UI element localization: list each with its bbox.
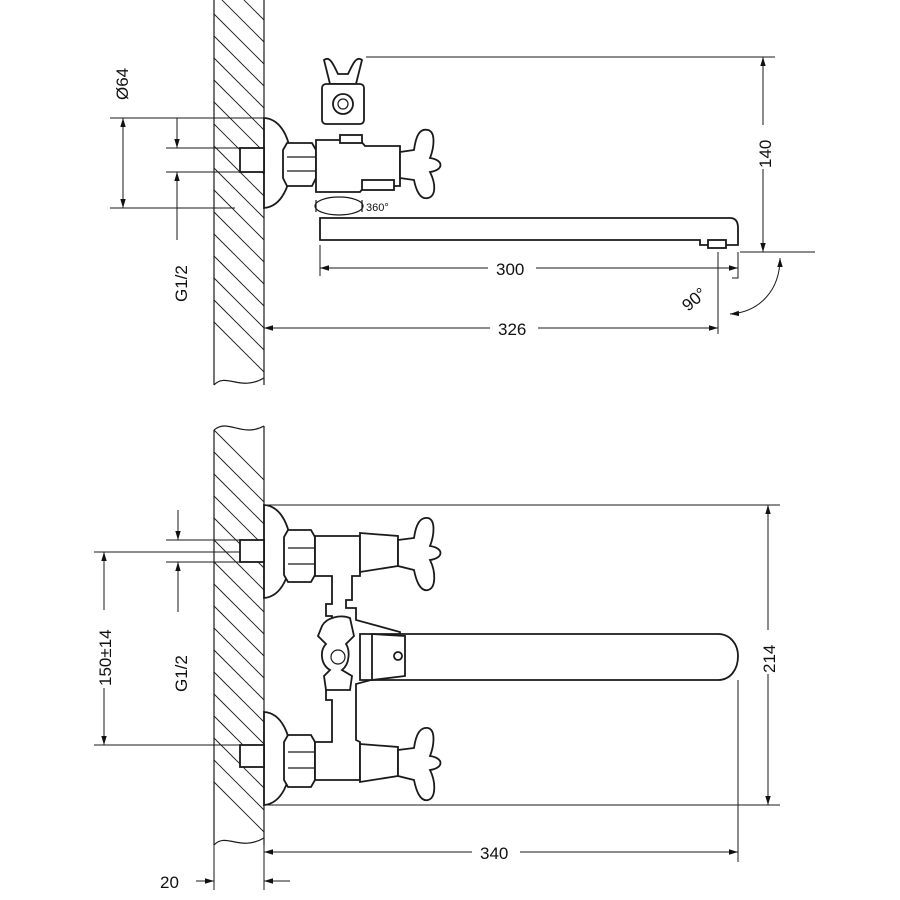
wall-hatch-line: [213, 495, 265, 547]
wall-hatch-line: [213, 79, 265, 131]
wall-hatch-line: [221, 0, 265, 43]
height-dimension-top: 140: [366, 56, 815, 253]
cross-handle-upper: [397, 517, 442, 592]
wall-hatch-line: [213, 693, 265, 745]
wall-top: [213, 0, 265, 386]
wall-hatch-line: [213, 429, 265, 481]
wall-hatch-line: [213, 627, 265, 679]
inlet-pipe-upper: [239, 539, 265, 563]
spacing-dimension: 150±14: [94, 551, 240, 746]
wall-hatch-line: [213, 255, 265, 307]
projection-label: 326: [498, 320, 526, 339]
thread-label-top: G1/2: [172, 265, 191, 302]
height-dimension-front: 214: [264, 504, 780, 806]
spacing-label: 150±14: [96, 629, 115, 686]
wall-hatch-line: [243, 0, 265, 21]
spout-length-label: 300: [496, 260, 524, 279]
shower-holder-top: [322, 57, 364, 85]
height-label-front: 214: [760, 645, 779, 673]
cross-handle-lower: [397, 727, 442, 802]
spout-top: [319, 217, 739, 246]
hex-nut-top: [282, 142, 317, 187]
wall-offset-label: 20: [160, 873, 179, 892]
length-dimension-front: 340: [264, 680, 739, 863]
inlet-pipe-lower: [239, 744, 265, 768]
spout-length-dimension: 300: [319, 245, 739, 279]
swivel-indicator: [314, 196, 364, 216]
wall-hatch-line: [213, 145, 265, 197]
wall-hatch-line: [213, 277, 265, 329]
angle-label: 90°: [678, 284, 710, 315]
wall-hatch-line: [213, 671, 265, 723]
wall-hatch-line: [213, 211, 265, 263]
wall-hatch-line: [213, 299, 265, 351]
wall-hatch-line: [213, 605, 265, 657]
wall-hatch-line: [213, 737, 265, 789]
wall-hatch-line: [213, 35, 265, 87]
wall-hatch-line: [213, 167, 265, 219]
swivel-label: 360°: [366, 202, 389, 214]
wall-hatch-line: [213, 759, 265, 811]
hex-nut-lower: [283, 734, 316, 788]
wall-offset-dimension: 20: [160, 845, 290, 892]
wall-hatch-line: [213, 781, 265, 833]
wall-hatch-line: [213, 101, 265, 153]
wall-hatch-line: [213, 233, 265, 285]
angle-dimension: 90°: [678, 252, 783, 317]
wall-hatch-line: [213, 583, 265, 635]
wall-hatch-line: [213, 473, 265, 525]
shower-holder-front: [316, 615, 355, 691]
wall-front: [213, 425, 265, 846]
cross-handle-top: [399, 128, 442, 200]
wall-hatch-line: [213, 321, 265, 373]
wall-hatch-line: [213, 189, 265, 241]
diameter-label: Ø64: [113, 68, 132, 100]
height-label-top: 140: [756, 140, 775, 168]
inlet-pipe-top: [239, 147, 265, 173]
thread-dimension-top: G1/2: [166, 118, 240, 302]
thread-label-front: G1/2: [172, 655, 191, 692]
front-view: 150±14 G1/2 214 340 20: [94, 425, 780, 892]
wall-hatch-line: [213, 451, 265, 503]
valve-lower: [359, 743, 399, 784]
wall-hatch-line: [213, 13, 265, 65]
top-view: 360° Ø64 G1/2 140 300: [110, 0, 815, 386]
wall-hatch-line: [213, 539, 265, 591]
hex-nut-upper: [283, 529, 316, 583]
projection-dimension: 326: [264, 252, 719, 339]
wall-hatch-line: [213, 57, 265, 109]
wall-hatch-line: [213, 649, 265, 701]
wall-hatch-line: [213, 561, 265, 613]
spout-front: [359, 633, 739, 681]
length-label-front: 340: [480, 844, 508, 863]
thread-dimension-front: G1/2: [166, 510, 240, 692]
diameter-dimension: Ø64: [110, 68, 264, 209]
valve-upper: [359, 532, 399, 574]
